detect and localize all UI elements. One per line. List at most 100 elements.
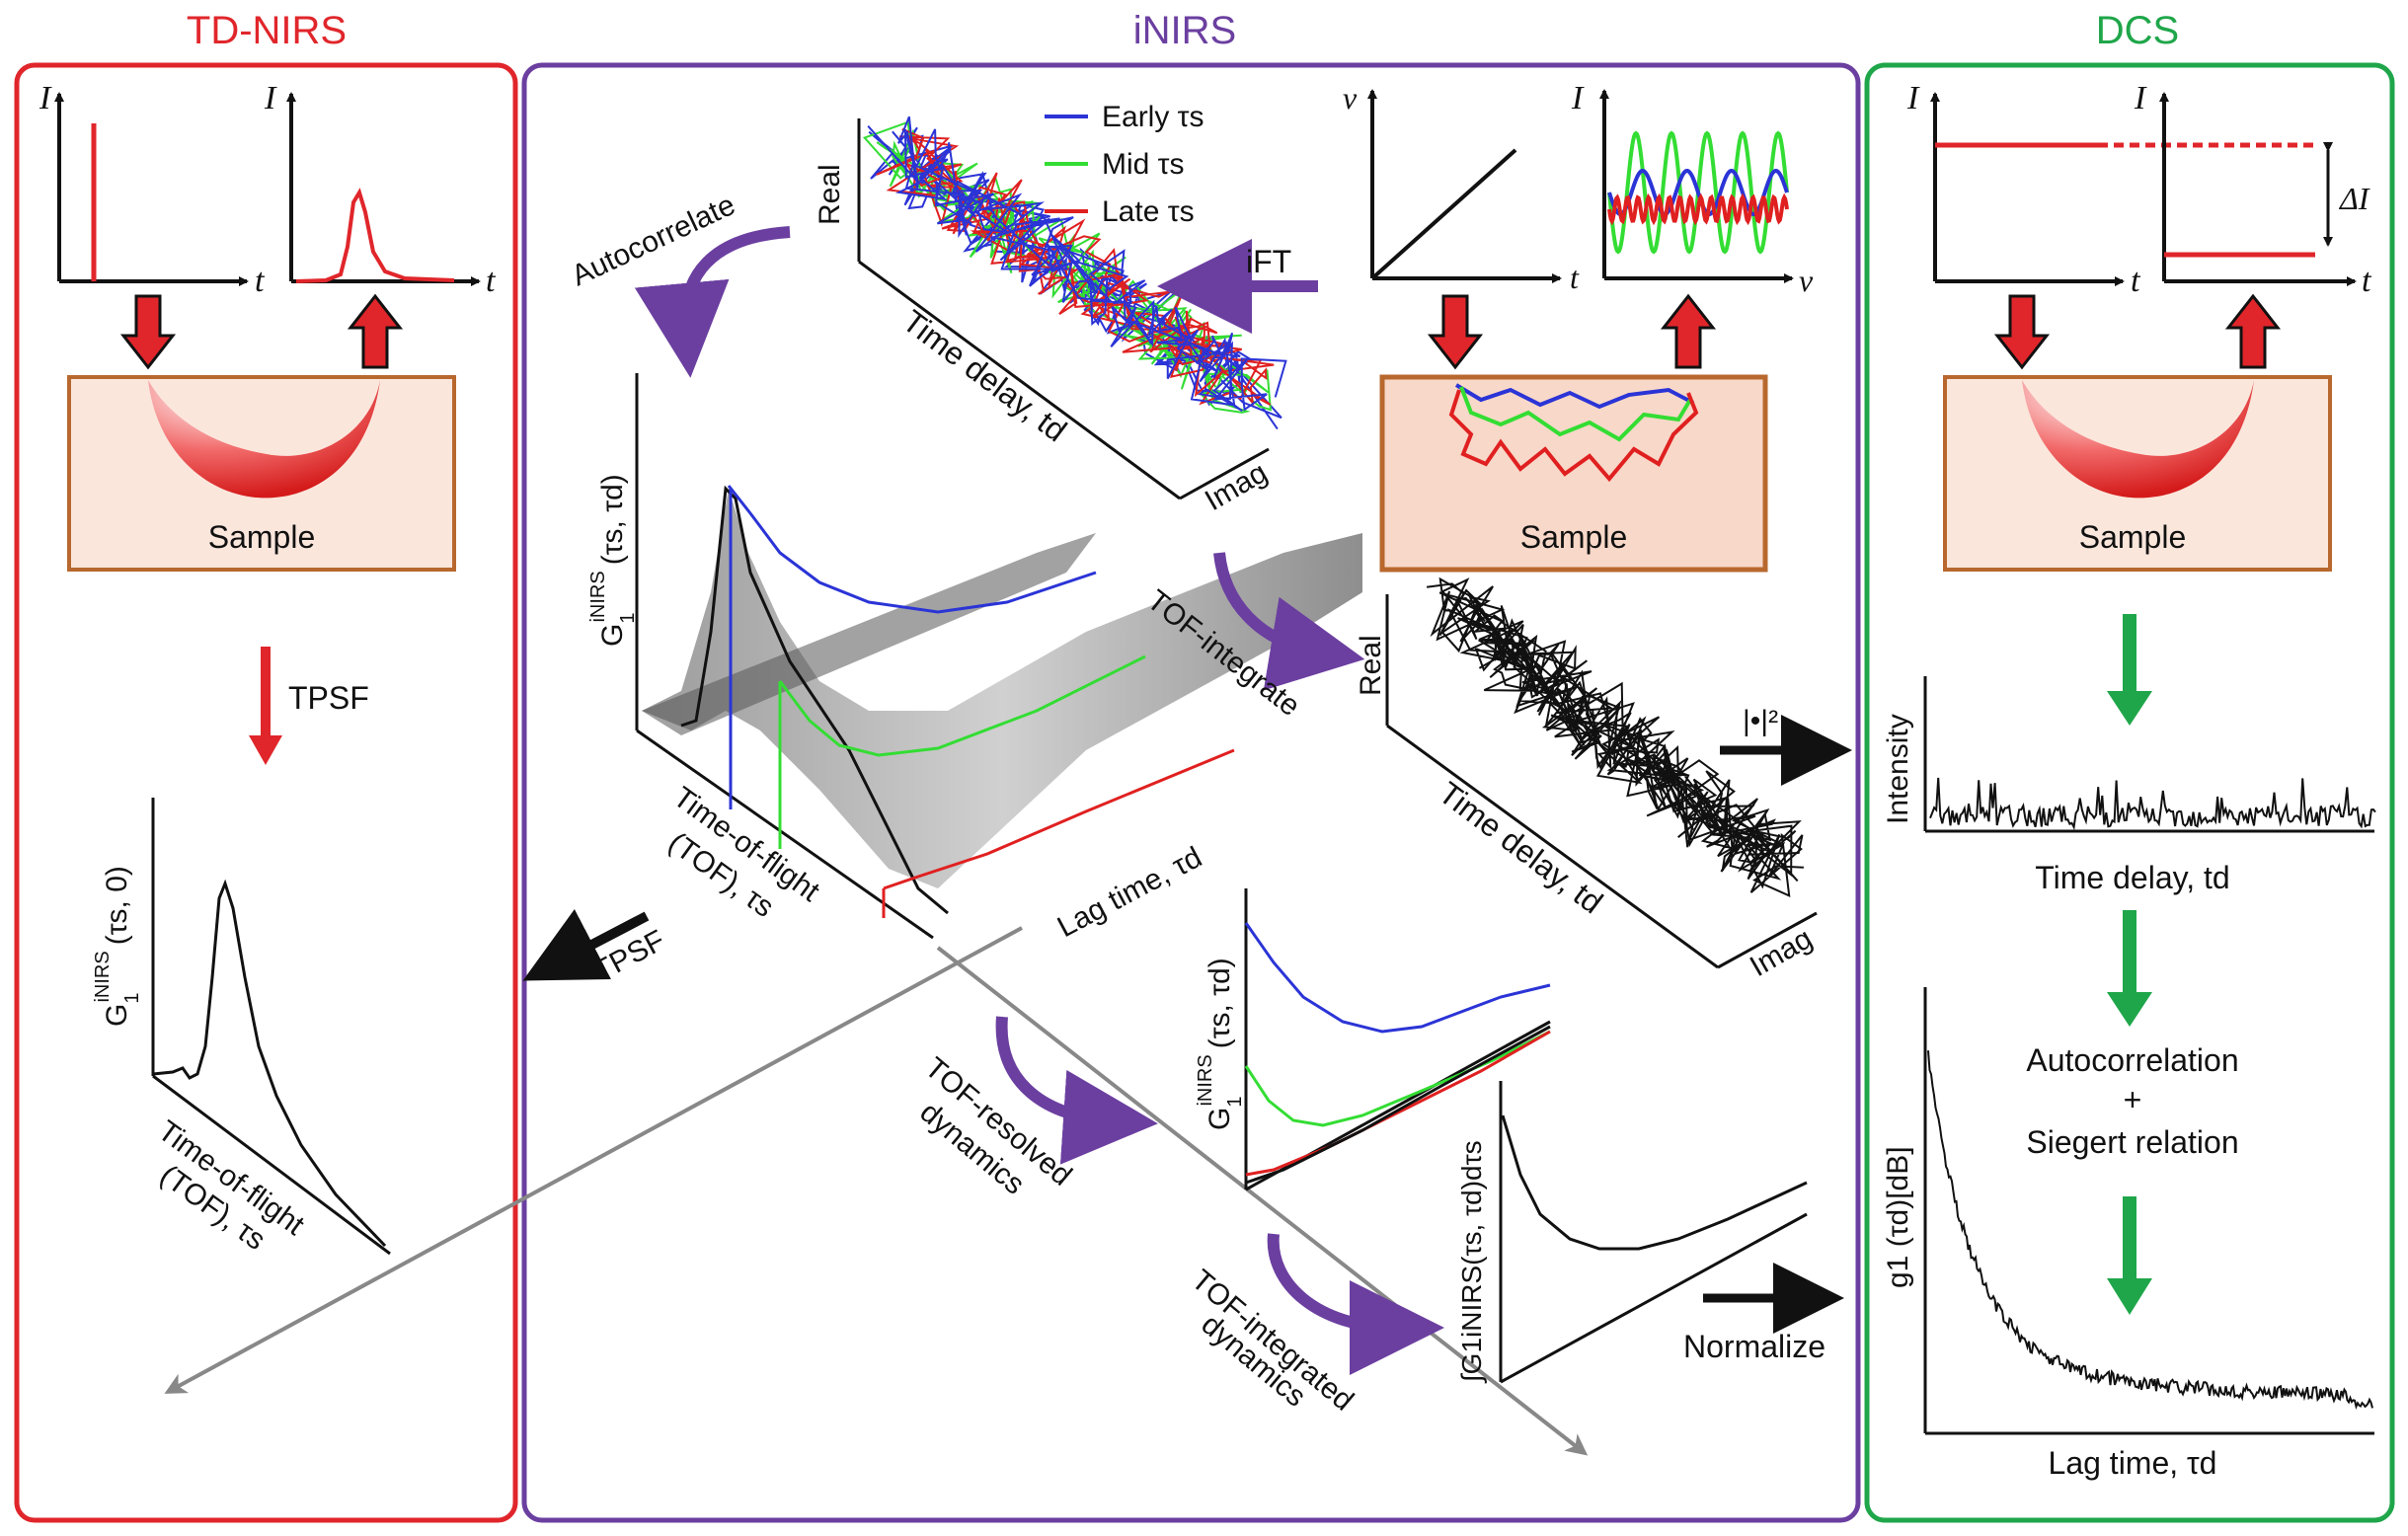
autocorrelate-label: Autocorrelate — [567, 189, 740, 292]
down-arrow-into-sample — [1427, 294, 1484, 370]
time-delay-x-label: Time delay, td — [2035, 860, 2229, 895]
axis-label-I: I — [1571, 80, 1585, 116]
axis-label-t: t — [2131, 263, 2141, 299]
axis-label-v: ν — [1343, 80, 1358, 115]
tpsf-out-arrow — [522, 909, 650, 981]
sample-label: Sample — [208, 519, 316, 555]
scribble-trace — [1438, 577, 1804, 898]
ift-label: iFT — [1246, 244, 1291, 279]
legend-label-mid: Mid τs — [1102, 148, 1185, 181]
legend: Early τs Mid τs Late τs — [1045, 101, 1204, 228]
section-title-dcs: DCS — [2096, 9, 2179, 52]
section-title-inirs: iNIRS — [1133, 9, 1236, 52]
axis-label-I: I — [264, 80, 277, 116]
tpsf-label: TPSF — [288, 680, 369, 716]
delta-I-label: ΔI — [2338, 181, 2370, 216]
green-down-arrow-3 — [2107, 1196, 2152, 1315]
photon-banana — [148, 380, 380, 499]
tof-resolved-y-label: G1iNIRS(τs, τd) — [1195, 958, 1246, 1130]
intensity-trace — [1929, 777, 2376, 831]
real-axis-label: Real — [814, 164, 846, 225]
down-arrow-into-sample — [1993, 294, 2051, 370]
early-tof-curve — [727, 485, 1097, 614]
g1-decay-curve — [1927, 1050, 2373, 1410]
photon-banana — [2022, 380, 2254, 499]
axis-label-t: t — [1570, 260, 1580, 295]
inirs-panel-border — [521, 62, 1861, 1523]
intensity-y-label: Intensity — [1882, 714, 1914, 824]
gray-diagonal-axis-right — [936, 946, 1589, 1456]
legend-label-late: Late τs — [1102, 195, 1195, 228]
tpsf-curve — [152, 879, 387, 1248]
time-delay-axis-label: Time delay, td — [1433, 775, 1609, 921]
photon-path-mid — [1459, 386, 1692, 442]
beat-curve — [1607, 192, 1789, 226]
tpsf-out-label: TPSF — [588, 924, 670, 988]
integral-y-label: ∫G1iNIRS(τs, τd)dτs — [1456, 1140, 1487, 1384]
down-arrow-into-sample — [119, 294, 177, 370]
section-title-td-nirs: TD-NIRS — [187, 9, 347, 52]
axis-label-I: I — [2134, 80, 2147, 116]
siegert-label: Siegert relation — [2026, 1124, 2238, 1160]
sample-label: Sample — [1520, 519, 1628, 555]
autocorrelate-arrow — [634, 226, 791, 378]
broadened-pulse-curve — [295, 188, 455, 283]
dcs-detected-plot: I t ΔI — [2134, 80, 2372, 299]
source-ramp-plot: ν t — [1343, 80, 1580, 295]
sample-label: Sample — [2079, 519, 2187, 555]
late-tof-curve — [883, 748, 1235, 890]
legend-label-early: Early τs — [1102, 101, 1204, 133]
tof-integrated-arrow — [1267, 1233, 1444, 1375]
axis-label-I: I — [1906, 80, 1920, 116]
tof-integrate-arrow — [1213, 552, 1365, 691]
tof-resolved-plot: G1iNIRS(τs, τd) — [1195, 888, 1551, 1191]
complex-field-3d-plot: Real Imag Time delay, td — [814, 115, 1287, 517]
g1-surface-y-label: G1iNIRS(τs, τd) — [587, 474, 639, 647]
td-nirs-detected-pulse-plot: I t — [264, 80, 497, 299]
gray-diagonal-axis-left — [164, 926, 1023, 1394]
up-arrow-out-of-sample — [1660, 293, 1717, 369]
td-nirs-source-pulse-plot: I t — [39, 80, 266, 299]
tpsf-y-axis-label: G1iNIRS(τs, 0) — [92, 866, 143, 1027]
tof-resolved-black-curve — [1245, 1025, 1551, 1185]
g1-y-label: g1 (τd)[dB] — [1882, 1146, 1914, 1288]
tpsf-plot: G1iNIRS(τs, 0) Time-of-flight (TOF), τs — [92, 798, 391, 1257]
sample-box-paths — [1379, 374, 1768, 573]
axis-label-t: t — [2362, 263, 2372, 299]
time-delay-axis-label: Time delay, td — [896, 303, 1073, 449]
real-axis-label: Real — [1355, 635, 1387, 696]
td-nirs-panel-border — [14, 62, 518, 1523]
axis-label-t: t — [486, 263, 497, 299]
g1-surface-3d-plot: G1iNIRS(τs, τd) Time-of-flight (TOF), τs… — [587, 373, 1362, 944]
axis-label-t: t — [255, 263, 266, 299]
tpsf-down-arrow — [249, 647, 282, 765]
photon-path-late — [1448, 389, 1699, 483]
autocorrelation-label: Autocorrelation — [2026, 1042, 2238, 1078]
axis-label-v: ν — [1799, 263, 1814, 298]
normalize-label: Normalize — [1683, 1329, 1825, 1364]
plus-label: + — [2124, 1082, 2142, 1117]
lag-time-axis-label: Lag time, τd — [1052, 841, 1207, 944]
field-3d-plot: Real Imag Time delay, td — [1355, 576, 1818, 983]
dcs-source-plot: I t — [1906, 80, 2315, 299]
interference-spectrum-plot: I ν — [1571, 80, 1814, 298]
tof-integrated-curve — [1501, 1114, 1808, 1251]
g1-decay-plot: g1 (τd)[dB] Lag time, τd — [1882, 987, 2374, 1481]
axis-label-I: I — [39, 80, 52, 116]
lag-time-x-label: Lag time, τd — [2049, 1445, 2217, 1481]
tof-integrated-plot: ∫G1iNIRS(τs, τd)dτs — [1456, 1081, 1808, 1384]
green-down-arrow-2 — [2107, 910, 2152, 1027]
green-down-arrow-1 — [2107, 614, 2152, 726]
dcs-panel-border — [1864, 62, 2395, 1523]
up-arrow-out-of-sample — [347, 293, 404, 369]
mid-tof-curve — [778, 654, 1146, 757]
abs-square-label: |•|² — [1743, 705, 1778, 737]
imag-axis-label: Imag — [1200, 456, 1273, 517]
scribble-trace — [867, 115, 1287, 413]
intensity-trace-plot: Intensity Time delay, td — [1882, 676, 2376, 895]
tof-resolved-arrow — [995, 1016, 1158, 1165]
up-arrow-out-of-sample — [2224, 293, 2282, 369]
surface-ridge-band — [642, 533, 1096, 735]
tof-resolved-early-curve — [1244, 922, 1551, 1034]
